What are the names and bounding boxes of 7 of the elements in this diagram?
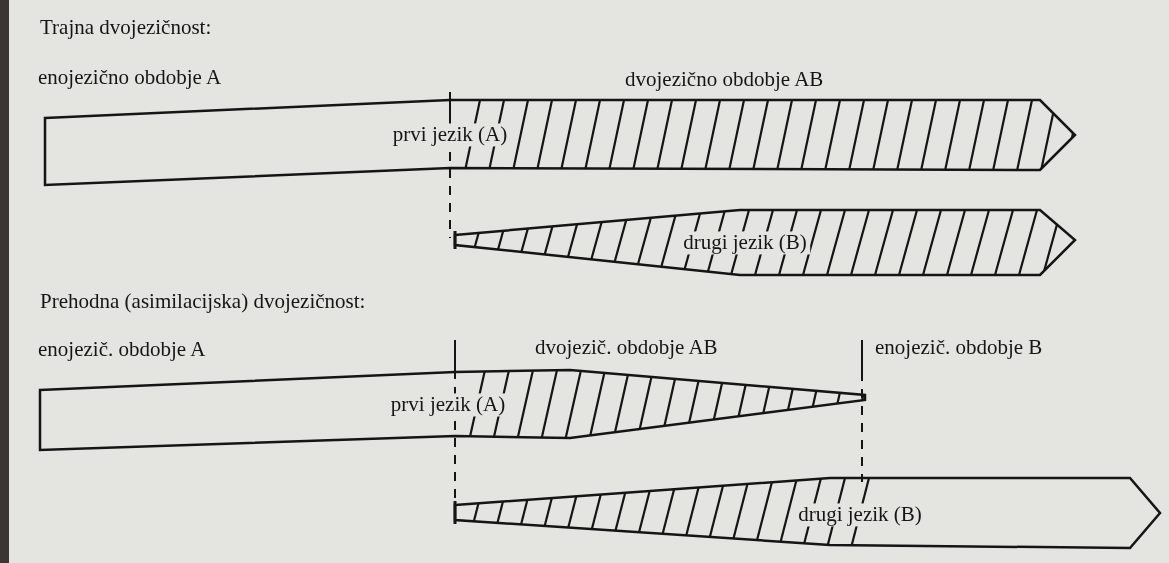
period-label: enojezič. obdobje B xyxy=(875,336,1043,360)
section-heading: Trajna dvojezičnost: xyxy=(40,16,212,40)
section-heading: Prehodna (asimilacijska) dvojezičnost: xyxy=(40,290,366,314)
period-label: dvojezično obdobje AB xyxy=(625,68,824,92)
period-label: enojezič. obdobje A xyxy=(38,338,206,362)
period-label: enojezično obdobje A xyxy=(38,66,222,90)
period-label: dvojezič. obdobje AB xyxy=(535,336,718,360)
